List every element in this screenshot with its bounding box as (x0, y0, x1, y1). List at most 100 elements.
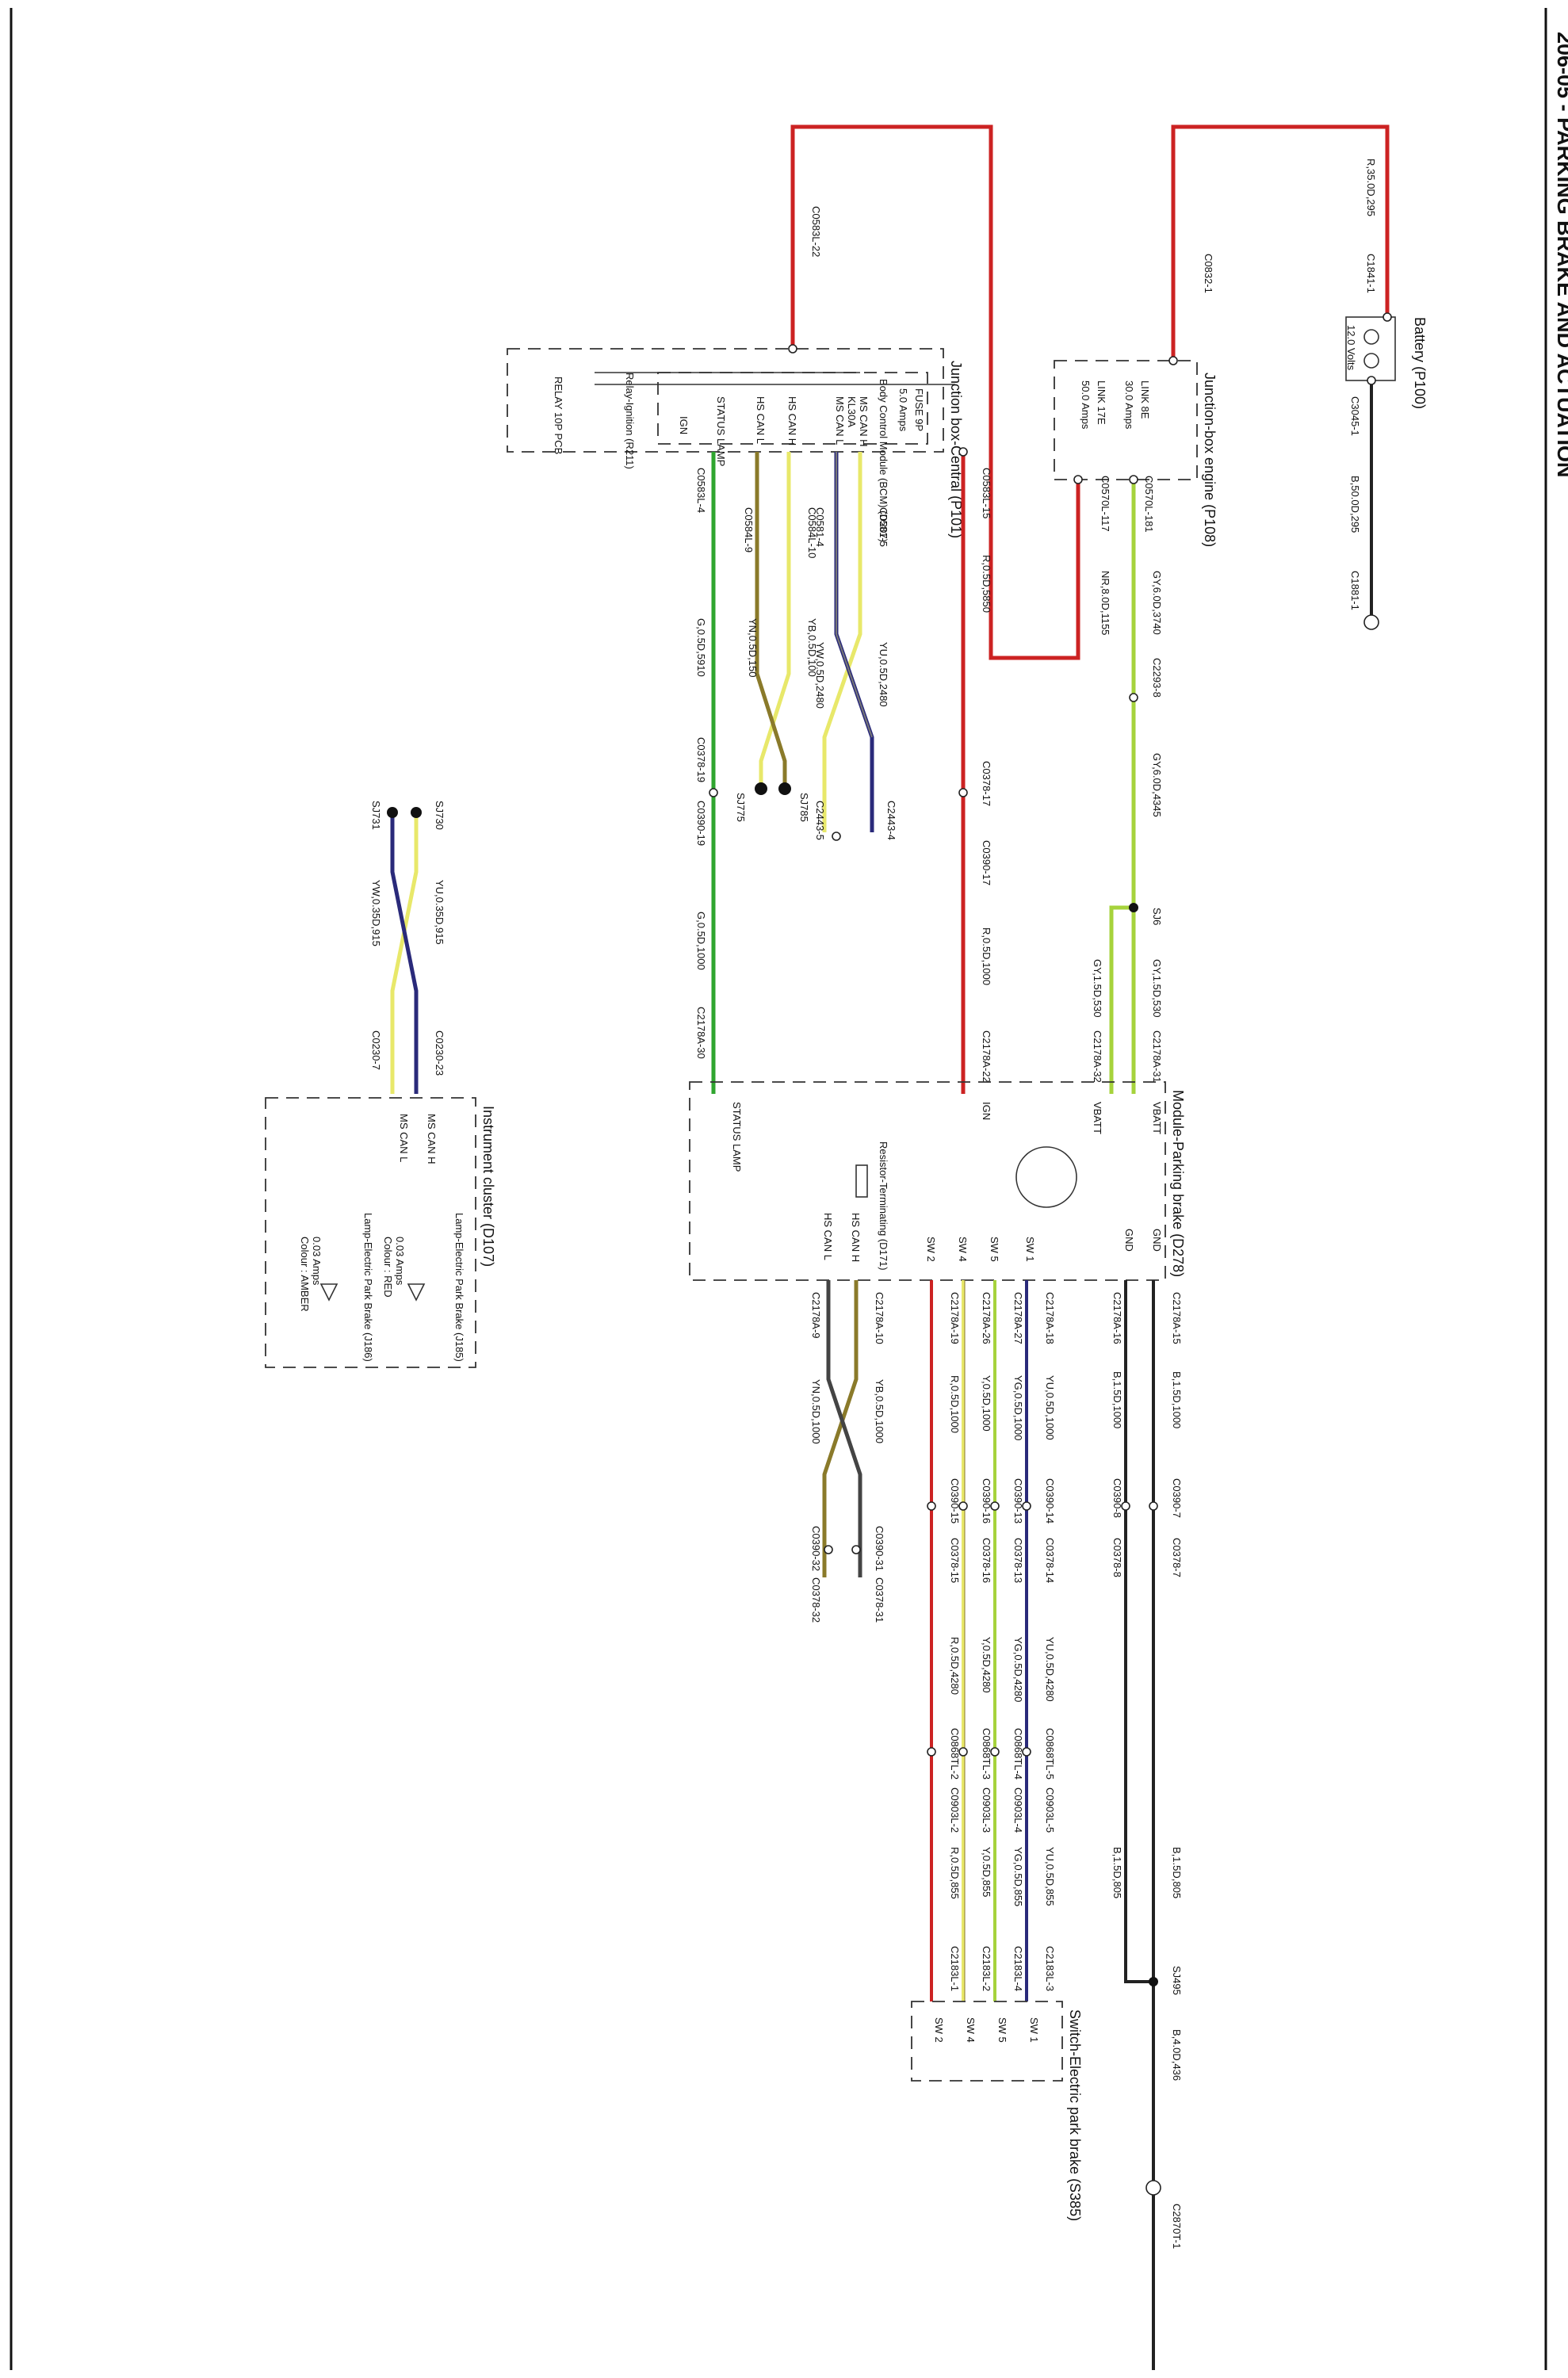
wire-label: 0.03 Amps (394, 1237, 406, 1286)
wire-label: C0378-16 (981, 1538, 992, 1583)
wire-label: C0584L-9 (743, 507, 755, 552)
wire-label: YU,0.5D,855 (1044, 1847, 1056, 1906)
wire-gy-vbatt (1109, 480, 1136, 1094)
wire-label: SW 2 (933, 2017, 945, 2043)
wire-label: R,35.0D,295 (1365, 159, 1377, 216)
wire-label: STATUS LAMP (715, 396, 727, 466)
wire-label: IGN (678, 416, 690, 434)
wire-label: C0581-5 (878, 507, 889, 547)
wire-label: Junction box-Central (P101) (948, 361, 964, 538)
wire-link17e-red (790, 124, 1080, 660)
wire-label: RELAY 10P PCB (553, 377, 564, 454)
wire-label: HS CAN H (850, 1213, 862, 1262)
wire-label: C0230-7 (370, 1030, 382, 1070)
wire-label: SW 4 (957, 1237, 969, 1262)
wire-label: C2178A-32 (1092, 1030, 1103, 1083)
wire-label: C0390-13 (1012, 1478, 1024, 1524)
wire-label: C2178A-15 (1171, 1292, 1183, 1344)
motor-icon (1015, 1146, 1077, 1208)
wire-label: SJ495 (1171, 1966, 1183, 1995)
wire-label: Relay-Ignition (R211) (624, 373, 636, 469)
wire-label: C0570L-117 (1100, 476, 1111, 532)
wire-label: R,0.5D,5850 (981, 555, 992, 613)
wire-label: C0903L-4 (1012, 1787, 1024, 1833)
wire-label: C0903L-2 (949, 1787, 961, 1833)
wire-label: B,1.5D,805 (1111, 1847, 1123, 1898)
wire-label: YW,0.5D,2480 (814, 642, 826, 709)
wire-label: YU,0.5D,2480 (878, 642, 889, 707)
wire-label: C2178A-10 (874, 1292, 885, 1344)
wire-label: STATUS LAMP (731, 1102, 743, 1172)
battery: 12.0 Volts Battery (P100) (1345, 316, 1428, 409)
wire-label: HS CAN L (755, 396, 767, 444)
wire-label: C0583L-4 (695, 468, 707, 513)
wire-label: C2183L-2 (981, 1946, 992, 1991)
wire-label: C0868TL-4 (1012, 1728, 1024, 1780)
wire-label: GY,6.0D,3740 (1151, 571, 1163, 635)
wire-label: GY,1.5D,530 (1151, 959, 1163, 1017)
wire-label: C0378-8 (1111, 1538, 1123, 1577)
wire-label: HS CAN H (786, 396, 798, 445)
wire-label: VBATT (1151, 1102, 1163, 1134)
wire-label: Y,0.5D,855 (981, 1847, 992, 1897)
wire-label: IGN (981, 1102, 992, 1120)
wire-label: SJ730 (434, 801, 446, 830)
wire-label: C2178A-19 (949, 1292, 961, 1344)
wire-label: C0378-7 (1171, 1538, 1183, 1577)
wire-label: KL30A (846, 396, 858, 427)
wire-label: C0868TL-5 (1044, 1728, 1056, 1780)
wire-label: C0581-4 (814, 507, 826, 547)
wire-label: Colour : RED (382, 1237, 394, 1298)
wire-label: C0390-19 (695, 801, 707, 846)
wire-label: FUSE 9P (913, 388, 925, 431)
wire-label: YU,0.5D,1000 (1044, 1375, 1056, 1440)
wire-label: B,4.0D,436 (1171, 2029, 1183, 2081)
wire-label: R,0.5D,4280 (949, 1637, 961, 1695)
wire-label: C0390-31 (874, 1526, 885, 1571)
wire-label: C2183L-4 (1012, 1946, 1024, 1991)
wire-label: C0868TL-2 (949, 1728, 961, 1780)
wire-label: YW,0.35D,915 (370, 880, 382, 946)
wire-label: C0390-17 (981, 840, 992, 885)
wire-label: VBATT (1092, 1102, 1103, 1134)
wire-label: MS CAN H (426, 1114, 438, 1164)
wire-label: Y,0.5D,4280 (981, 1637, 992, 1693)
wire-label: C2178A-18 (1044, 1292, 1056, 1344)
wire-label: B,1.5D,805 (1171, 1847, 1183, 1898)
wire-label: SJ785 (798, 793, 810, 822)
wire-label: C0903L-3 (981, 1787, 992, 1833)
ground-symbol (1363, 614, 1379, 630)
wire-label: YN,0.5D,150 (747, 618, 759, 677)
wire-label: C2443-4 (885, 801, 897, 840)
wire-label: C0584L-10 (806, 507, 818, 558)
switch-electric-park-brake: Switch-Electric park brake (S385) SW 1 S… (911, 2001, 1083, 2221)
page-title: 206-05 - PARKING BRAKE AND ACTUATION (1553, 32, 1568, 478)
twisted-pair-ms-can (822, 452, 874, 832)
wire-label: C0390-32 (810, 1526, 822, 1571)
wire-label: Battery (P100) (1412, 317, 1428, 409)
wire-label: C0868TL-3 (981, 1728, 992, 1780)
wire-label: C2178A-30 (695, 1007, 707, 1059)
wire-label: C2293-8 (1151, 658, 1163, 698)
wire-label: SW 2 (925, 1237, 937, 1262)
wire-label: B,50.0D,295 (1349, 476, 1361, 533)
wire-label: R,0.5D,1000 (981, 927, 992, 985)
wire-label: YU,0.35D,915 (434, 880, 446, 945)
wire-label: SW 1 (1024, 1237, 1036, 1262)
wire-label: C2178A-9 (810, 1292, 822, 1339)
wire-label: SW 5 (996, 2017, 1008, 2043)
wire-label: 0.03 Amps (311, 1237, 323, 1286)
wire-label: C0390-15 (949, 1478, 961, 1524)
wire-label: Instrument cluster (D107) (480, 1106, 496, 1267)
wire-label: SJ775 (735, 793, 747, 822)
junction-box-central: Junction box-Central (P101) FUSE 9P 5.0 … (507, 348, 964, 542)
wire-label: Y,0.5D,1000 (981, 1375, 992, 1432)
wire-label: 12.0 Volts (1345, 325, 1357, 371)
lamp-amber-icon (319, 1283, 338, 1302)
wire-label: GY,1.5D,530 (1092, 959, 1103, 1017)
wire-label: C0378-19 (695, 737, 707, 782)
wire-label: SW 1 (1028, 2017, 1040, 2043)
wire-label: SW 5 (989, 1237, 1000, 1262)
wire-label: C0230-23 (434, 1030, 446, 1076)
